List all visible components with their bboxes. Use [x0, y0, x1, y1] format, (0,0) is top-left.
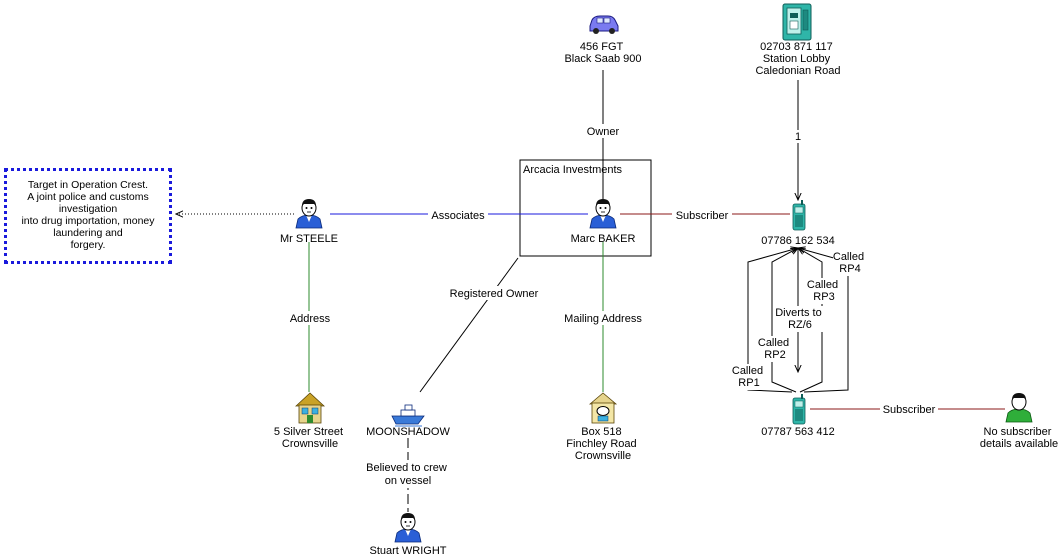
edge-label-calls: 1 [795, 131, 801, 143]
edge-label-registered-owner: Registered Owner [450, 288, 539, 300]
person-icon-unknown[interactable] [1005, 393, 1033, 423]
note-line: into drug importation, money [21, 215, 155, 227]
person-icon-wright[interactable] [394, 513, 422, 543]
node-label-unknown: No subscriber details available [980, 426, 1058, 450]
node-label-boat: MOONSHADOW [366, 426, 450, 438]
edge-label-rp4: Called RP4 [833, 251, 867, 275]
edge-label-rp1: Called RP1 [732, 365, 766, 389]
payphone-icon[interactable] [782, 3, 812, 41]
edge-registered-owner[interactable] [419, 257, 519, 393]
edge-label-mailing-address: Mailing Address [564, 313, 642, 325]
note-line: A joint police and customs [27, 191, 149, 203]
edge-label-crew: Believed to crew on vessel [366, 462, 450, 487]
node-label-mobile2: 07787 563 412 [761, 426, 834, 438]
person-icon-baker[interactable] [589, 199, 617, 229]
house-icon[interactable] [294, 392, 326, 424]
note-line: laundering and [53, 227, 123, 239]
node-label-wright: Stuart WRIGHT [369, 545, 446, 557]
organisation-label: Arcacia Investments [523, 164, 623, 176]
boat-icon[interactable] [391, 404, 425, 427]
edge-label-diverts: Diverts to RZ/6 [775, 307, 825, 331]
note-line: investigation [58, 203, 118, 215]
node-label-payphone: 02703 871 117 Station Lobby Caledonian R… [755, 41, 840, 77]
edge-label-address: Address [290, 313, 331, 325]
node-label-baker: Marc BAKER [571, 233, 636, 245]
node-label-pobox: Box 518 Finchley Road Crownsville [566, 426, 639, 462]
edge-label-subscriber-baker: Subscriber [676, 210, 729, 222]
mobile-phone-icon-2[interactable] [792, 394, 806, 425]
node-label-car: 456 FGT Black Saab 900 [564, 41, 641, 65]
edge-call-rp2[interactable] [771, 248, 798, 393]
note-line: Target in Operation Crest. [27, 179, 149, 191]
mailbox-icon[interactable] [588, 392, 618, 424]
note-line: forgery. [70, 239, 106, 251]
node-label-house: 5 Silver Street Crownsville [274, 426, 346, 450]
car-icon[interactable] [589, 15, 619, 34]
person-icon-steele[interactable] [295, 199, 323, 229]
edge-label-rp3: Called RP3 [807, 279, 841, 303]
edge-call-rp1[interactable] [747, 248, 798, 393]
edge-label-associates: Associates [431, 210, 485, 222]
edge-label-owner: Owner [587, 126, 620, 138]
edge-label-subscriber-unknown: Subscriber [883, 404, 936, 416]
node-label-mobile1: 07786 162 534 [761, 235, 834, 247]
mobile-phone-icon-1[interactable] [792, 200, 806, 231]
operation-note[interactable]: Target in Operation Crest. A joint polic… [4, 168, 172, 264]
node-label-steele: Mr STEELE [280, 233, 338, 245]
edge-call-rp4[interactable] [798, 248, 849, 393]
edge-label-rp2: Called RP2 [758, 337, 792, 361]
organisation-box[interactable] [519, 159, 652, 257]
